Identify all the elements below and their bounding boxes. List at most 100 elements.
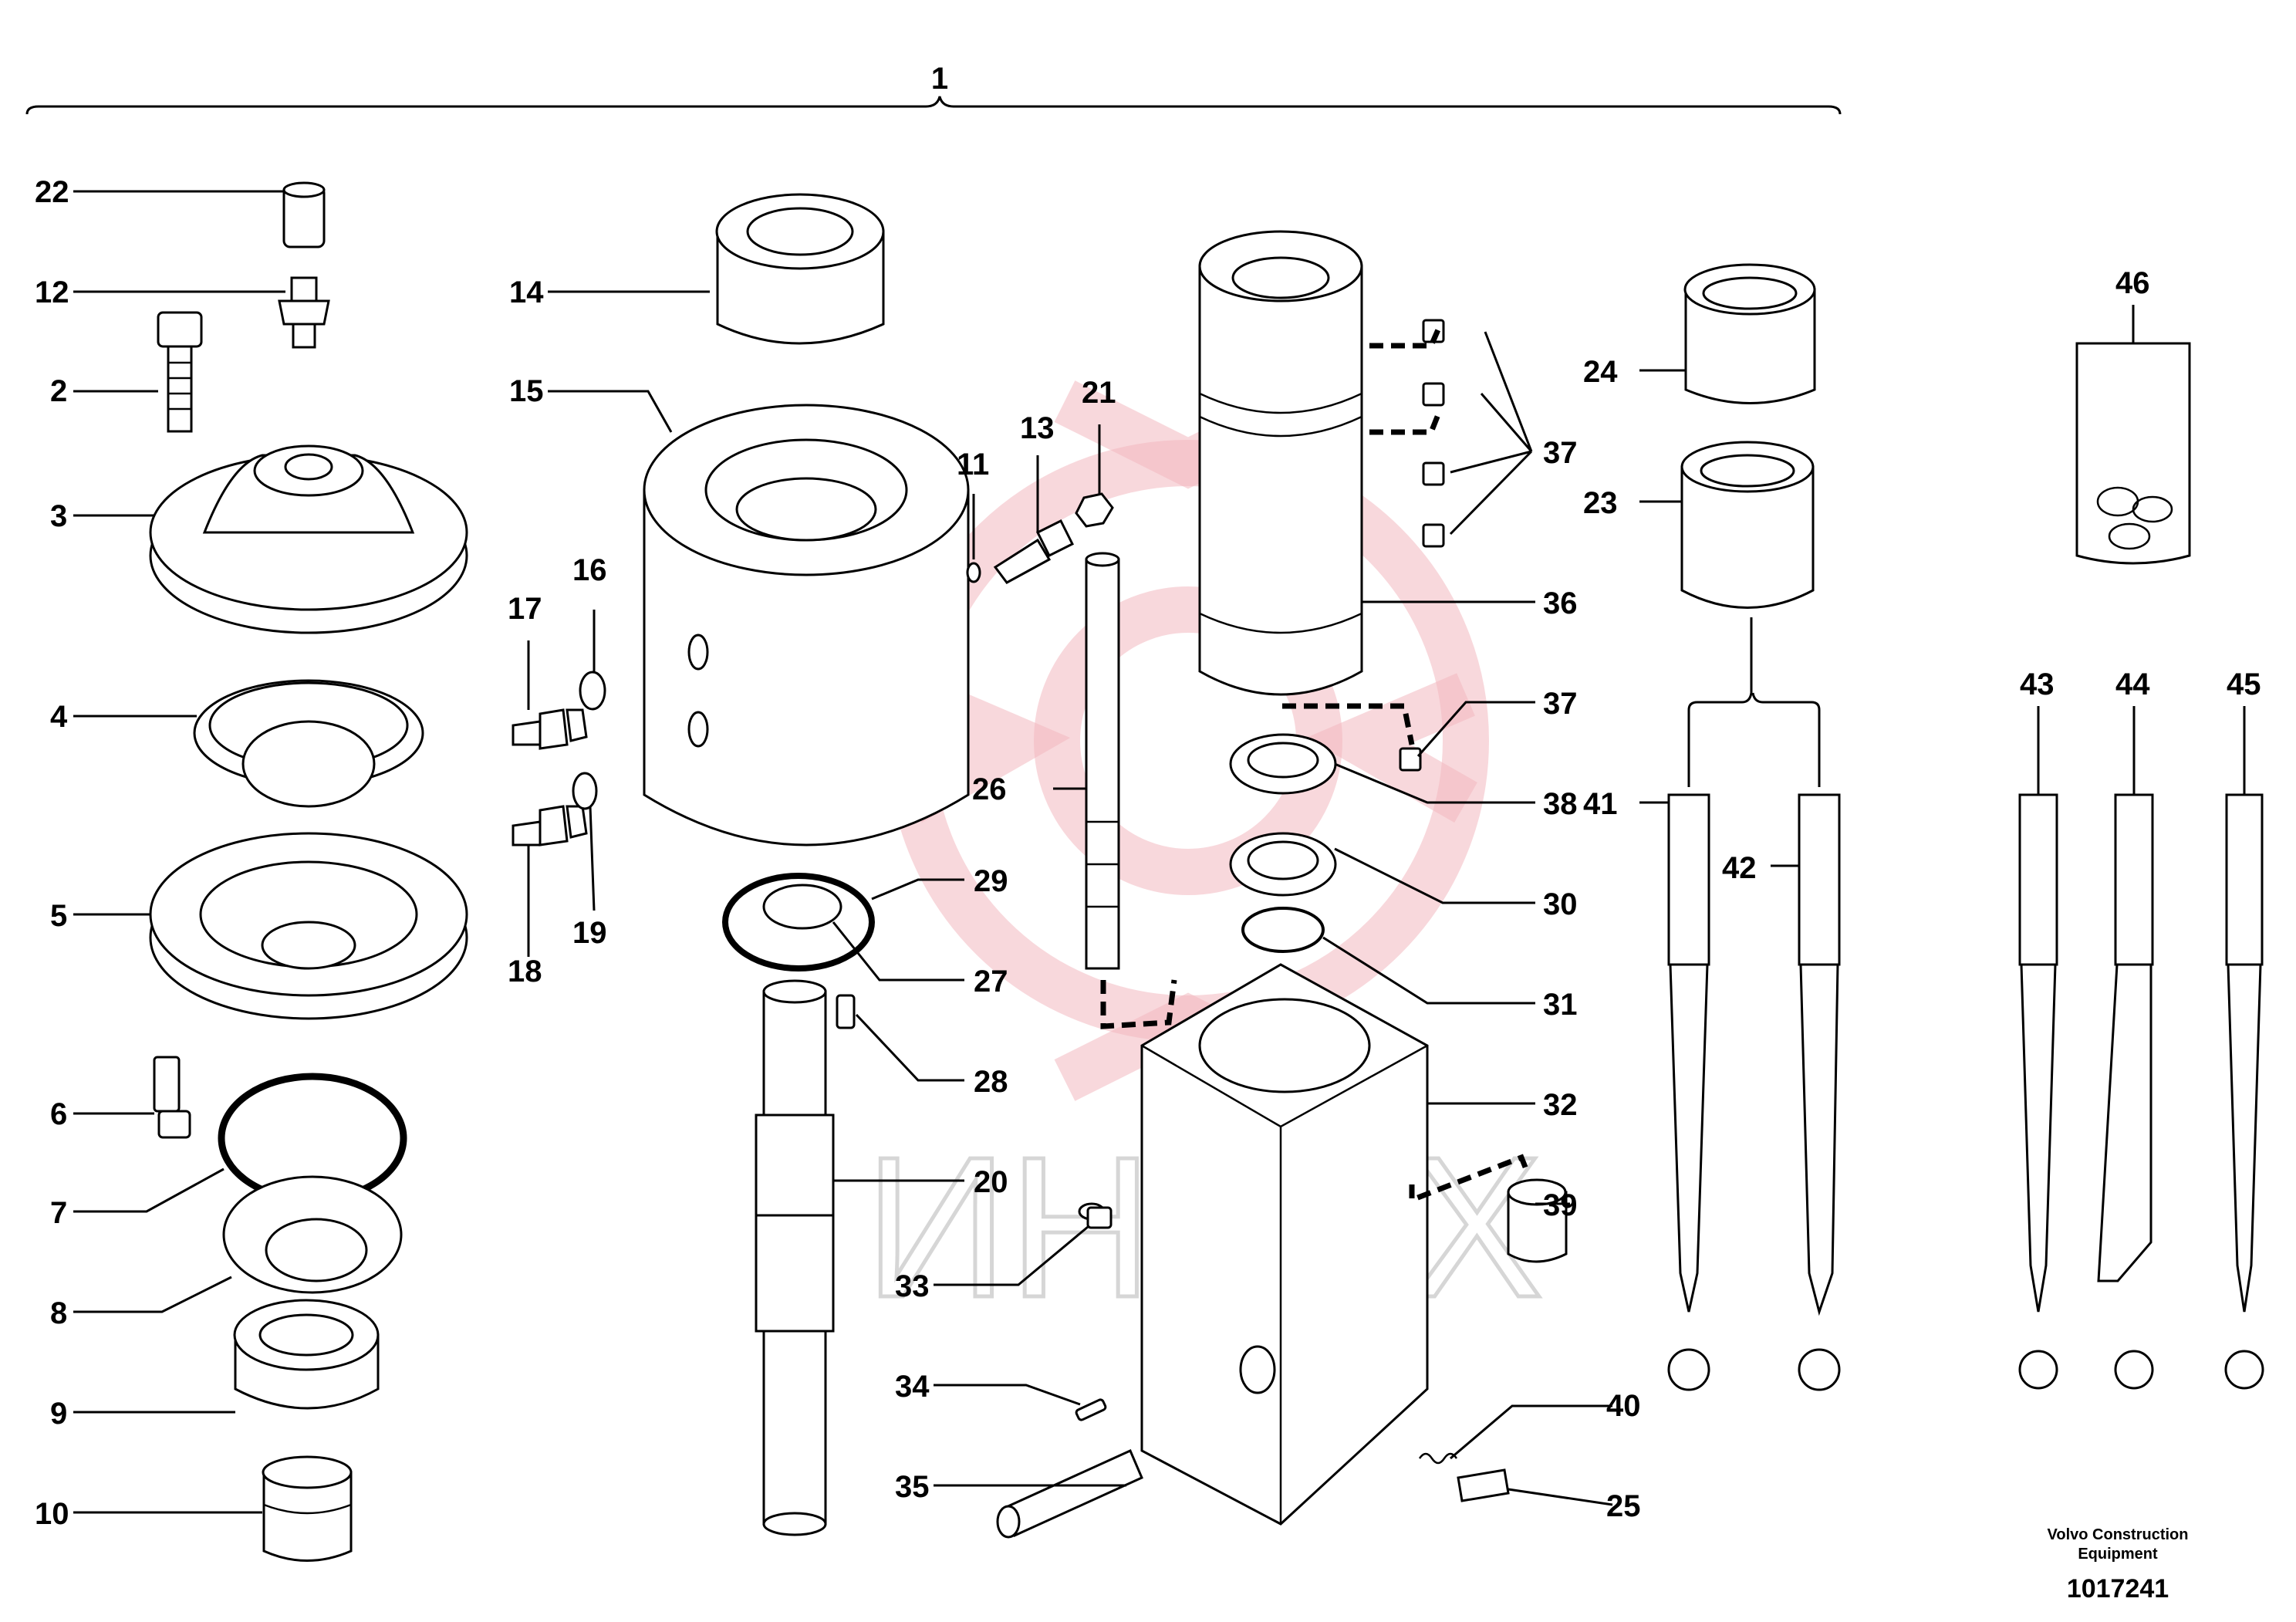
- part-27-seal: [762, 884, 842, 930]
- callout-16: 16: [572, 553, 607, 587]
- part-21-nut: [1075, 492, 1114, 528]
- callout-43: 43: [2020, 667, 2055, 701]
- part-14-nut: [715, 193, 885, 345]
- callout-33: 33: [895, 1269, 930, 1303]
- part-12-nipple: [278, 276, 330, 349]
- callout-1: 1: [931, 62, 948, 96]
- callout-27: 27: [974, 965, 1008, 999]
- part-33-plug: [1078, 1202, 1113, 1229]
- part-26-rod: [1085, 552, 1120, 970]
- callout-24: 24: [1583, 355, 1618, 389]
- callout-34: 34: [895, 1370, 930, 1404]
- callout-32: 32: [1543, 1088, 1578, 1122]
- callout-44: 44: [2115, 667, 2150, 701]
- callout-4: 4: [50, 700, 68, 734]
- callout-labels: 1 22 12 2 3 4 5 6 7 8 9 10 14 15 16 17 1…: [35, 62, 2261, 1531]
- callout-28: 28: [974, 1065, 1008, 1099]
- part-3-top-cover: [149, 444, 468, 634]
- part-32-front-head: [1140, 963, 1429, 1526]
- callout-21: 21: [1082, 376, 1116, 410]
- part-23-bushing: [1680, 441, 1815, 609]
- part-18-fitting: [512, 805, 588, 846]
- callout-23: 23: [1583, 486, 1618, 520]
- callout-9: 9: [50, 1397, 67, 1431]
- callout-18: 18: [508, 955, 542, 988]
- callout-37-bottom: 37: [1543, 687, 1578, 721]
- part-45-tool: [2224, 793, 2264, 1390]
- callout-15: 15: [509, 374, 544, 408]
- callout-38: 38: [1543, 787, 1578, 821]
- part-8-washer: [222, 1175, 403, 1294]
- footer-block: Volvo Construction Equipment 1017241: [2048, 1526, 2189, 1603]
- company-name-line2: Equipment: [2078, 1546, 2158, 1563]
- callout-10: 10: [35, 1497, 69, 1531]
- part-10-sleeve: [262, 1455, 353, 1562]
- leader-lines: [73, 190, 2246, 1514]
- callout-7: 7: [50, 1196, 67, 1230]
- part-29-o-ring: [722, 873, 875, 972]
- part-16-washer: [579, 671, 606, 711]
- part-31-ring: [1241, 907, 1325, 953]
- part-9-valve: [233, 1299, 380, 1410]
- part-6-screw: [153, 1056, 191, 1139]
- company-name-line1: Volvo Construction: [2048, 1526, 2189, 1543]
- part-36-body: [1198, 230, 1363, 696]
- callout-35: 35: [895, 1470, 930, 1504]
- part-37-plugs: [1399, 319, 1445, 772]
- callout-36: 36: [1543, 586, 1578, 620]
- part-40-spring: [1418, 1452, 1458, 1465]
- callout-5: 5: [50, 899, 67, 933]
- part-2-bolt: [157, 311, 203, 433]
- callout-30: 30: [1543, 887, 1578, 921]
- callout-22: 22: [35, 175, 69, 209]
- callout-26: 26: [972, 772, 1007, 806]
- callout-14: 14: [509, 275, 544, 309]
- part-35-pin: [996, 1449, 1143, 1539]
- callout-13: 13: [1020, 411, 1055, 445]
- part-39-nut: [1507, 1178, 1568, 1263]
- callout-39: 39: [1543, 1188, 1578, 1222]
- part-30-seal: [1229, 832, 1337, 897]
- callout-29: 29: [974, 864, 1008, 898]
- callout-20: 20: [974, 1165, 1008, 1199]
- part-19-washer: [572, 772, 598, 810]
- part-17-fitting: [512, 708, 588, 750]
- dashed-routing-lines: [1100, 326, 1531, 1205]
- part-15-cylinder: [643, 404, 970, 846]
- part-20-piston: [755, 979, 835, 1536]
- callout-41: 41: [1583, 787, 1618, 821]
- callout-46: 46: [2115, 266, 2150, 300]
- part-46-seal-kit-bag: [2075, 342, 2191, 565]
- callout-45: 45: [2227, 667, 2261, 701]
- callout-11: 11: [957, 448, 989, 482]
- callout-42: 42: [1722, 851, 1757, 885]
- part-5-flange: [149, 832, 468, 1020]
- part-43-tool: [2018, 793, 2058, 1390]
- part-11-o-ring: [966, 562, 981, 583]
- part-13-fitting: [993, 519, 1075, 584]
- part-42-tool: [1798, 793, 1841, 1391]
- tool-bracket: [1687, 617, 1821, 787]
- callout-3: 3: [50, 499, 67, 533]
- callout-25: 25: [1606, 1489, 1641, 1523]
- part-28-pin: [836, 994, 856, 1029]
- part-34-pin: [1075, 1398, 1107, 1421]
- callout-40: 40: [1606, 1389, 1641, 1423]
- callout-2: 2: [50, 374, 67, 408]
- part-44-tool: [2097, 793, 2154, 1390]
- part-24-bushing: [1683, 263, 1816, 404]
- callout-31: 31: [1543, 988, 1578, 1022]
- part-25-pin: [1457, 1468, 1510, 1502]
- callout-8: 8: [50, 1296, 67, 1330]
- part-38-seal: [1229, 733, 1337, 795]
- callout-19: 19: [572, 916, 607, 950]
- part-22-cap: [282, 181, 326, 248]
- callout-17: 17: [508, 592, 542, 626]
- callout-37-top: 37: [1543, 436, 1578, 470]
- part-4-dish: [193, 679, 424, 808]
- callout-6: 6: [50, 1097, 67, 1131]
- part-41-tool: [1667, 793, 1710, 1391]
- assembly-brace: [25, 96, 1842, 115]
- drawing-number: 1017241: [2067, 1574, 2169, 1603]
